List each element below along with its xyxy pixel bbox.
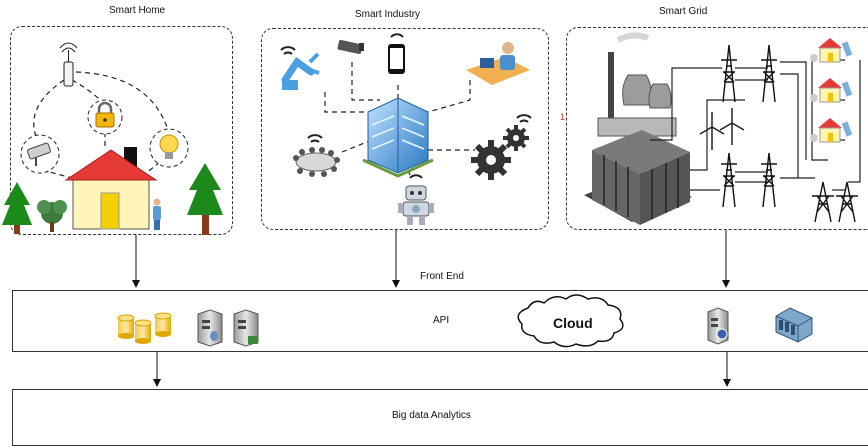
industry-links bbox=[324, 62, 475, 176]
power-lines bbox=[650, 59, 861, 191]
smart-grid-icons bbox=[584, 32, 861, 225]
server-rack-icon bbox=[775, 307, 813, 343]
front-end-label: Front End bbox=[420, 271, 464, 282]
light-bulb-icon bbox=[159, 134, 179, 159]
database-cylinders-icon bbox=[117, 312, 172, 344]
transmission-tower-icon bbox=[836, 181, 858, 223]
substation-icon bbox=[584, 130, 692, 225]
security-camera-icon bbox=[27, 142, 51, 166]
wind-turbine-icon bbox=[699, 108, 745, 150]
cloud-shape bbox=[517, 294, 624, 348]
grid-stray-mark: 1 bbox=[560, 112, 566, 122]
robot-arm-icon bbox=[281, 52, 320, 90]
office-worker-icon bbox=[466, 42, 530, 85]
analytics-layer bbox=[12, 389, 868, 446]
smart-building-icon bbox=[362, 97, 434, 178]
power-plant-icon bbox=[597, 32, 677, 137]
smart-grid-title: Smart Grid bbox=[659, 6, 708, 17]
transmission-tower-icon bbox=[812, 181, 834, 223]
smartphone-icon bbox=[388, 33, 405, 74]
wifi-router-icon bbox=[59, 42, 78, 87]
smart-industry-title: Smart Industry bbox=[355, 9, 421, 20]
smart-industry-icons bbox=[280, 33, 532, 225]
solar-house-icon bbox=[810, 78, 853, 103]
smart-home-title: Smart Home bbox=[109, 5, 166, 16]
wifi-icon bbox=[280, 46, 296, 55]
server-icon bbox=[233, 309, 259, 347]
meeting-table-icon bbox=[293, 134, 340, 177]
pine-tree-icon bbox=[2, 182, 32, 234]
api-icons bbox=[117, 294, 813, 348]
cloud-label: Cloud bbox=[553, 315, 593, 331]
house-icon bbox=[64, 147, 158, 230]
pine-tree-icon bbox=[187, 163, 223, 235]
transmission-tower-icon bbox=[721, 44, 737, 103]
cctv-camera-icon bbox=[337, 39, 364, 55]
api-label: API bbox=[433, 315, 450, 326]
big-data-analytics-label: Big data Analytics bbox=[392, 410, 471, 421]
padlock-icon bbox=[95, 101, 115, 128]
solar-house-icon bbox=[810, 118, 853, 143]
transmission-tower-icon bbox=[721, 152, 737, 208]
oak-tree-icon bbox=[37, 200, 67, 232]
transmission-tower-icon bbox=[761, 152, 777, 208]
server-globe-icon bbox=[707, 307, 729, 345]
server-icon bbox=[197, 309, 223, 347]
person-icon bbox=[153, 198, 161, 230]
solar-house-icon bbox=[810, 38, 853, 63]
transmission-tower-icon bbox=[761, 44, 777, 103]
gears-icon bbox=[471, 114, 532, 180]
flow-arrows bbox=[132, 230, 731, 387]
robot-icon bbox=[398, 174, 434, 225]
smart-home-icons bbox=[2, 42, 223, 235]
